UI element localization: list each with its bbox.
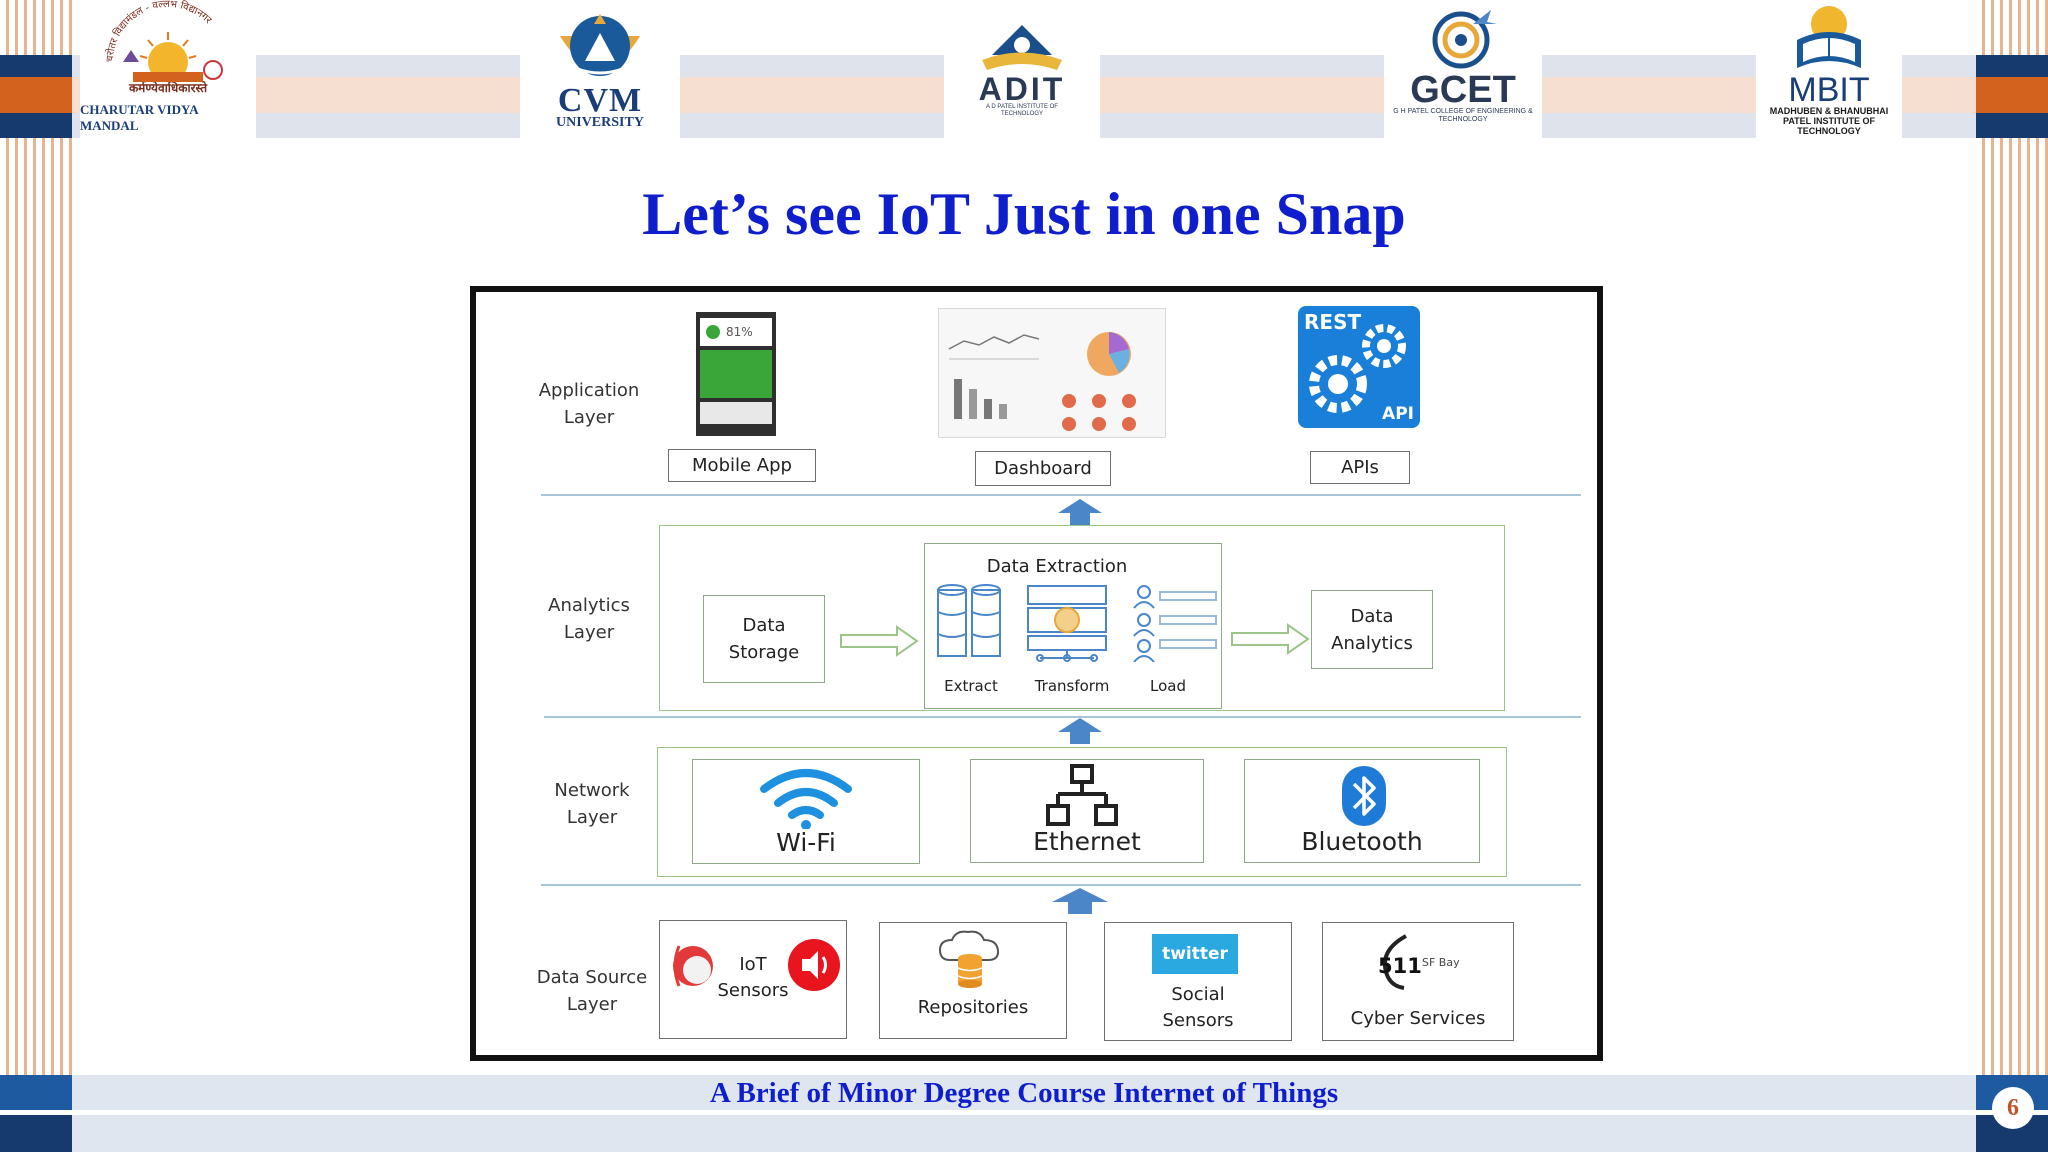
- footer-block: [0, 1075, 72, 1110]
- mobile-app-image: 81%: [696, 312, 776, 436]
- cloud-database-icon: [938, 930, 1000, 988]
- header-block: [1976, 55, 2048, 77]
- logo-gcet: GCET G H PATEL COLLEGE OF ENGINEERING & …: [1384, 0, 1542, 138]
- rest-label: REST: [1304, 310, 1362, 334]
- data-extraction-label: Data Extraction: [986, 556, 1128, 577]
- mobile-gauge-value: 81%: [726, 325, 753, 339]
- separator-line: [541, 494, 1581, 496]
- layer-label-application: Application Layer: [538, 380, 640, 428]
- rest-api-image: REST API: [1298, 306, 1420, 428]
- mbit-emblem-icon: [1797, 6, 1861, 68]
- load-users-icon: [1133, 585, 1217, 662]
- load-label: Load: [1150, 677, 1186, 695]
- layer-label-network: Network Layer: [554, 780, 630, 828]
- right-arrow-icon: [1231, 623, 1310, 655]
- sf-bay-label: SF Bay: [1422, 956, 1460, 969]
- mobile-app-label: Mobile App: [668, 449, 816, 482]
- mobile-gauge-icon: [706, 325, 720, 339]
- adit-emblem-icon: [982, 25, 1062, 70]
- ethernet-box: [970, 759, 1204, 863]
- road-curve-icon: [1383, 934, 1407, 990]
- slide-title: Let’s see IoT Just in one Snap: [642, 181, 1406, 247]
- cvm-motto: कर्मण्येवाधिकारस्ते: [128, 81, 208, 95]
- data-analytics-box: Data Analytics: [1311, 590, 1433, 669]
- bluetooth-label: Bluetooth: [1301, 827, 1423, 856]
- gcet-label: GCET: [1410, 69, 1516, 111]
- logo-charutar-vidya-mandal: चरोतर विद्यामंडल - वल्लभ विद्यानगर कर्मण…: [80, 0, 256, 138]
- footer-block: [0, 1115, 72, 1152]
- wifi-icon: [760, 769, 852, 829]
- gcet-emblem-icon: [1432, 10, 1497, 69]
- badge-511: 511: [1378, 954, 1422, 978]
- dashboard-label: Dashboard: [975, 451, 1111, 486]
- mbit-sublabel: MADHUBEN & BHANUBHAI PATEL INSTITUTE OF …: [1769, 106, 1889, 136]
- bluetooth-icon: [1342, 766, 1386, 826]
- ethernet-label: Ethernet: [1033, 827, 1141, 856]
- adit-sublabel: A D PATEL INSTITUTE OF TECHNOLOGY: [986, 104, 1058, 117]
- layer-label-analytics: Analytics Layer: [548, 595, 630, 643]
- apis-label: APIs: [1310, 451, 1410, 484]
- cvm-university-label: CVM: [557, 82, 643, 119]
- repositories-label: Repositories: [917, 997, 1029, 1018]
- server-transform-icon: [1027, 585, 1107, 662]
- api-label: API: [1382, 404, 1414, 424]
- footer-course-title: A Brief of Minor Degree Course Internet …: [709, 1077, 1339, 1109]
- cvm-university-emblem-icon: [560, 14, 640, 76]
- header-block: [1976, 113, 2048, 138]
- right-arrow-icon: [840, 625, 919, 657]
- header-block: [0, 113, 72, 138]
- cvm-label: CHARUTAR VIDYA MANDAL: [80, 102, 198, 133]
- transform-label: Transform: [1034, 677, 1110, 695]
- up-arrow-icon: [1052, 888, 1108, 914]
- iot-sensors-label: IoT Sensors: [717, 954, 789, 1001]
- data-storage-box: Data Storage: [703, 595, 825, 683]
- header-block: [0, 77, 72, 113]
- extract-label: Extract: [944, 677, 998, 695]
- twitter-logo: twitter: [1152, 934, 1238, 974]
- adit-label: ADIT: [978, 71, 1066, 107]
- gcet-sublabel: G H PATEL COLLEGE OF ENGINEERING & TECHN…: [1393, 108, 1533, 123]
- header-block: [1976, 77, 2048, 113]
- dashboard-image: [938, 308, 1166, 438]
- database-cylinders-icon: [937, 584, 1001, 657]
- sensor-signal-icon: [673, 945, 713, 987]
- layer-label-data-source: Data Source Layer: [536, 967, 648, 1015]
- cyber-services-label: Cyber Services: [1350, 1008, 1486, 1029]
- dashboard-charts-icon: [948, 332, 1136, 431]
- separator-line: [541, 884, 1581, 886]
- left-stripe-decoration: [0, 0, 72, 1152]
- speaker-icon: [788, 939, 840, 991]
- page-number: 6: [1992, 1087, 2034, 1129]
- logo-cvm-university: CVM UNIVERSITY: [520, 0, 680, 138]
- logo-mbit: MBIT MADHUBEN & BHANUBHAI PATEL INSTITUT…: [1756, 0, 1902, 138]
- gears-icon: [1309, 324, 1406, 413]
- cvm-university-sublabel: UNIVERSITY: [556, 115, 644, 130]
- mbit-label: MBIT: [1788, 71, 1870, 109]
- footer-band: [0, 1075, 2048, 1152]
- cyber-services-box: [1322, 922, 1514, 1041]
- separator-line: [544, 716, 1581, 718]
- wifi-label: Wi-Fi: [776, 828, 836, 857]
- logo-adit: ADIT A D PATEL INSTITUTE OF TECHNOLOGY: [944, 0, 1100, 138]
- right-stripe-decoration: [1976, 0, 2048, 1152]
- ethernet-network-icon: [1046, 764, 1118, 826]
- social-sensors-label: Social Sensors: [1162, 984, 1234, 1031]
- iot-architecture-diagram: Application Layer Analytics Layer Networ…: [470, 286, 1603, 1061]
- up-arrow-icon: [1058, 718, 1102, 744]
- up-arrow-icon: [1058, 499, 1102, 525]
- header-block: [0, 55, 72, 77]
- cvm-emblem-icon: चरोतर विद्यामंडल - वल्लभ विद्यानगर: [104, 0, 223, 82]
